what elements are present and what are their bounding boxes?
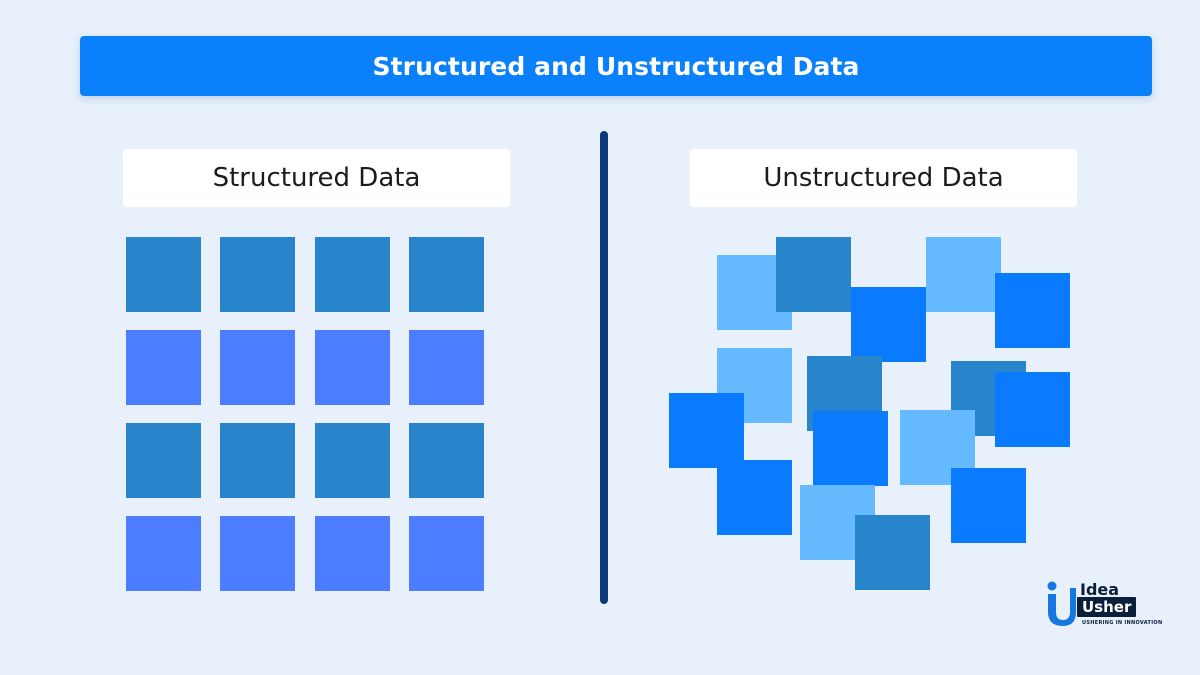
unstructured-square xyxy=(855,515,930,590)
structured-square xyxy=(126,423,201,498)
unstructured-square xyxy=(776,237,851,312)
unstructured-square xyxy=(926,237,1001,312)
unstructured-square xyxy=(717,460,792,535)
structured-square xyxy=(126,516,201,591)
structured-square xyxy=(315,237,390,312)
structured-square xyxy=(409,237,484,312)
center-divider xyxy=(600,131,608,604)
structured-square xyxy=(315,516,390,591)
header-title: Structured and Unstructured Data xyxy=(372,51,860,81)
structured-square xyxy=(409,330,484,405)
structured-square xyxy=(409,423,484,498)
structured-square xyxy=(220,330,295,405)
logo-word-idea: Idea xyxy=(1080,580,1120,599)
unstructured-square xyxy=(995,273,1070,348)
unstructured-square xyxy=(951,468,1026,543)
unstructured-square xyxy=(669,393,744,468)
idea-usher-logo: Idea Usher USHERING IN INNOVATION xyxy=(1044,580,1162,630)
structured-data-title: Structured Data xyxy=(123,149,510,207)
structured-square xyxy=(315,330,390,405)
unstructured-data-title: Unstructured Data xyxy=(690,149,1077,207)
structured-square xyxy=(126,330,201,405)
structured-square xyxy=(409,516,484,591)
unstructured-square xyxy=(813,411,888,486)
structured-square xyxy=(220,423,295,498)
idea-usher-logo-icon xyxy=(1047,581,1076,626)
unstructured-square xyxy=(995,372,1070,447)
unstructured-square xyxy=(851,287,926,362)
logo-tagline: USHERING IN INNOVATION xyxy=(1082,620,1163,626)
logo-word-usher: Usher xyxy=(1077,597,1137,617)
header-banner: Structured and Unstructured Data xyxy=(80,36,1152,96)
structured-square xyxy=(220,516,295,591)
structured-square xyxy=(126,237,201,312)
structured-square xyxy=(220,237,295,312)
structured-square xyxy=(315,423,390,498)
